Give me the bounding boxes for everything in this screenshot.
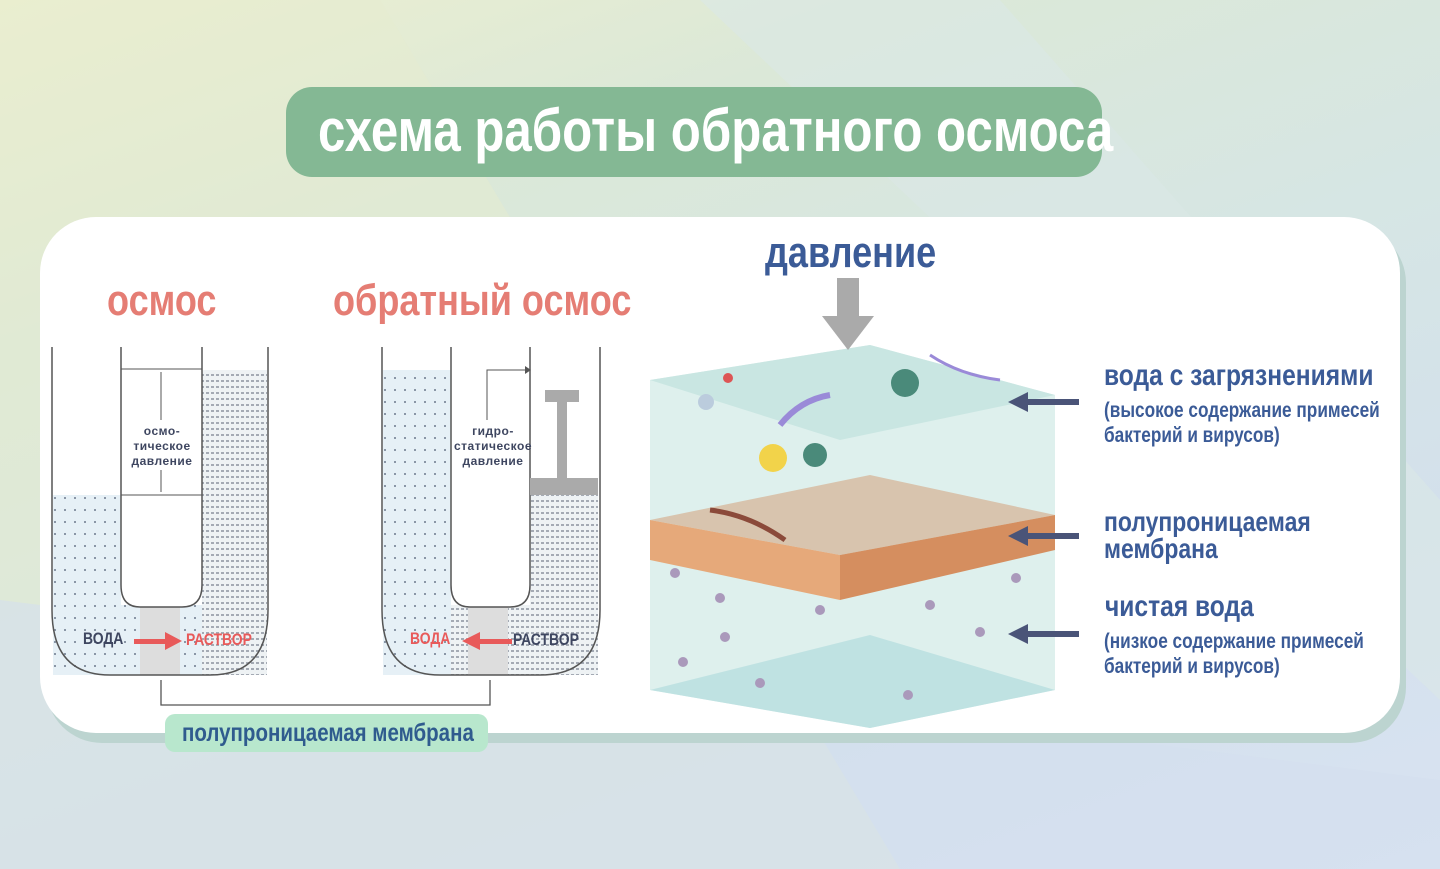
dirty-water-label: вода с загрязнениями	[1104, 359, 1374, 392]
pressure-heading: давление	[765, 228, 937, 277]
label-arrows	[1008, 392, 1079, 644]
membrane-label-pill	[165, 714, 488, 752]
membrane-label: полупроницаемая мембрана	[182, 719, 474, 747]
title-banner	[286, 87, 1102, 177]
solution-label-2: РАСТВОР	[513, 630, 579, 649]
reverse-osmosis-u-tube	[381, 347, 601, 676]
water-label-2: ВОДА	[410, 629, 451, 648]
osmosis-heading: осмос	[107, 276, 217, 325]
solution-label-1: РАСТВОР	[186, 630, 252, 649]
osmosis-u-tube	[51, 347, 269, 676]
water-label-1: ВОДА	[83, 629, 124, 648]
clean-water-label: чистая вода	[1105, 590, 1254, 623]
page-title: схема работы обратного осмоса	[318, 97, 1114, 164]
membrane-3d-illustration	[650, 278, 1055, 728]
reverse-osmosis-heading: обратный осмос	[333, 276, 632, 325]
